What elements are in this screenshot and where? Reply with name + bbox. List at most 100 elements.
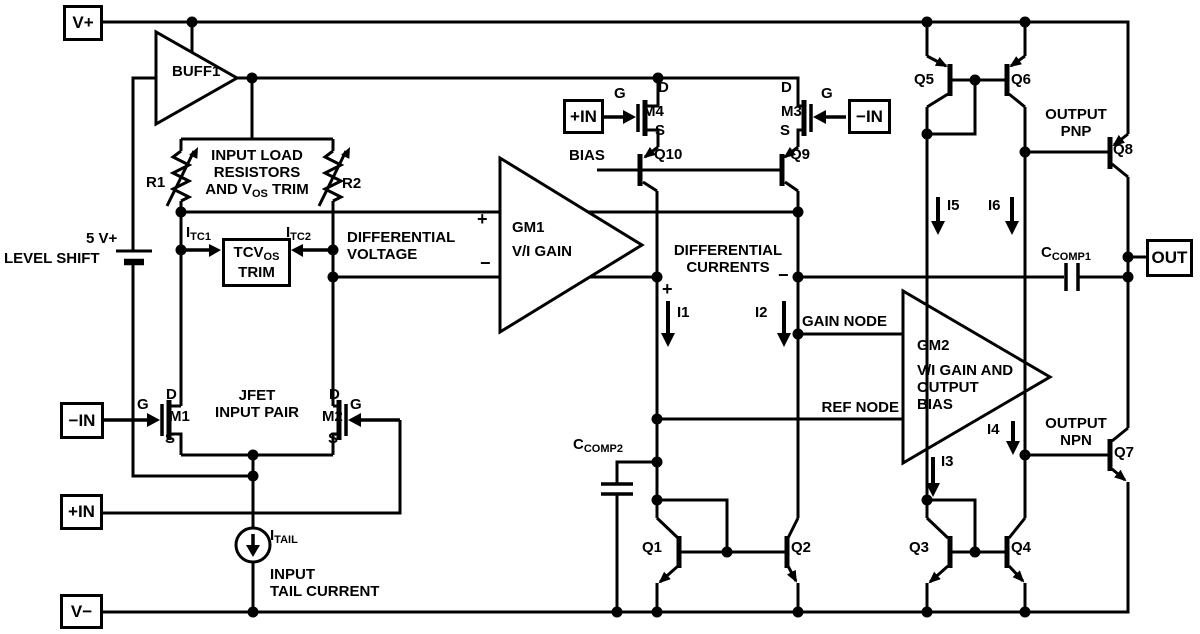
m1-label: M1 [169, 408, 190, 425]
gm1-desc-label: V/I GAIN [512, 243, 573, 260]
tcvos-line1: TCVOS [233, 243, 280, 263]
gm2-desc3-label: BIAS [917, 396, 953, 413]
jfet-m2 [331, 400, 400, 455]
r1-trim-arrow-icon [189, 147, 198, 159]
terminal-plus-in-left: +IN [60, 494, 103, 530]
i1-arrow-icon [661, 333, 675, 347]
jfet-input-pair-caption: JFET INPUT PAIR [215, 387, 299, 421]
terminal-minus-in-top: −IN [848, 99, 891, 134]
battery-level-shift [116, 249, 152, 266]
i4-label: I4 [987, 421, 1000, 438]
input-load-line1: INPUT LOAD [211, 147, 303, 164]
input-load-caption: INPUT LOAD RESISTORS AND VOS TRIM [183, 147, 331, 203]
m3-source-pin-label: S [780, 122, 791, 139]
m1-source-pin-label: S [165, 430, 176, 447]
gm2-desc1-label: V/I GAIN AND [917, 362, 1014, 379]
m4-gate-arrow-icon [623, 110, 636, 124]
terminal-plus-in-top: +IN [563, 99, 604, 134]
gm1-minus-sign: − [480, 253, 491, 273]
v-plus-rail [102, 20, 1130, 134]
terminal-out: OUT [1146, 239, 1193, 277]
level-shift-voltage-label: 5 V+ [86, 230, 118, 247]
gm1-plus-sign: + [477, 209, 488, 229]
q1-label: Q1 [642, 539, 663, 556]
q3-label: Q3 [909, 539, 930, 556]
buff1-triangle [154, 29, 241, 127]
i3-label: I3 [941, 453, 954, 470]
gain-node-label: GAIN NODE [802, 313, 888, 330]
terminal-v-plus: V+ [63, 5, 103, 41]
r2-label: R2 [342, 175, 362, 192]
gm2-desc2-label: OUTPUT [917, 379, 979, 396]
output-npn-caption: OUTPUT NPN [1045, 415, 1107, 449]
buff1-label: BUFF1 [172, 63, 221, 80]
m2-gate-arrow-icon [348, 413, 361, 427]
terminal-out-label: OUT [1151, 248, 1188, 267]
q4-label: Q4 [1011, 539, 1032, 556]
q5-label: Q5 [914, 71, 935, 88]
q10-label: Q10 [654, 146, 683, 163]
itail-label: ITAIL [270, 527, 298, 546]
m3-gate-arrow-icon [813, 110, 826, 124]
m4-label: M4 [643, 103, 664, 120]
i6-label: I6 [988, 197, 1001, 214]
terminal-v-minus-label: V− [70, 601, 93, 621]
mosfet-m4 [603, 78, 660, 147]
m2-gate-pin-label: G [350, 396, 362, 413]
gm1-triangle [498, 155, 645, 335]
q6-label: Q6 [1011, 71, 1032, 88]
m1-gate-arrow-icon [147, 413, 160, 427]
current-arrows [661, 197, 1020, 497]
m3-label: M3 [781, 103, 802, 120]
bias-label: BIAS [569, 147, 605, 164]
jfet-m1 [103, 400, 183, 455]
input-load-line2: RESISTORS [213, 164, 301, 181]
ccomp2-capacitor [601, 460, 657, 612]
diff-currents-minus-sign: − [778, 265, 789, 285]
junction-dots [175, 16, 1134, 618]
ccomp1-label: CCOMP1 [1041, 244, 1091, 263]
output-pnp-caption: OUTPUT PNP [1045, 106, 1107, 140]
ccomp2-label: CCOMP2 [573, 436, 623, 455]
gain-ref-node-lines [657, 332, 903, 421]
itc1-label: ITC1 [186, 224, 211, 243]
tail-current-arrow-icon [246, 545, 260, 557]
q8-label: Q8 [1113, 141, 1134, 158]
terminal-minus-in-left-label: −IN [68, 410, 96, 430]
m3-drain-pin-label: D [781, 79, 792, 96]
m1-gate-pin-label: G [137, 396, 149, 413]
buff1-wiring [131, 22, 800, 478]
transistor-q2 [679, 517, 800, 612]
gm2-label: GM2 [917, 337, 950, 354]
ref-node-label: REF NODE [821, 399, 899, 416]
terminal-plus-in-left-label: +IN [68, 502, 95, 521]
r1-label: R1 [146, 174, 166, 191]
transistor-q3 [925, 498, 977, 612]
i2-label: I2 [755, 304, 768, 321]
differential-currents-caption: DIFFERENTIAL CURRENTS [673, 242, 783, 276]
i5-arrow-icon [931, 221, 945, 235]
terminal-v-plus-label: V+ [72, 13, 94, 32]
m2-source-pin-label: S [328, 430, 339, 447]
level-shift-label: LEVEL SHIFT [4, 250, 100, 267]
gm1-input-lines [181, 210, 1128, 279]
terminal-plus-in-top-label: +IN [570, 106, 597, 126]
ccomp1-capacitor [1064, 263, 1080, 291]
m4-gate-pin-label: G [614, 85, 626, 102]
i3-arrow-icon [926, 483, 940, 497]
m1-drain-pin-label: D [166, 386, 177, 403]
m4-source-pin-label: S [655, 122, 666, 139]
v-minus-rail [102, 482, 1130, 614]
i4-arrow-icon [1006, 441, 1020, 455]
m2-drain-pin-label: D [329, 386, 340, 403]
i5-label: I5 [947, 197, 960, 214]
q9-label: Q9 [790, 146, 811, 163]
i1-label: I1 [677, 304, 690, 321]
gm1-label: GM1 [512, 219, 545, 236]
i6-arrow-icon [1005, 221, 1019, 235]
input-load-resistors-wiring [165, 137, 350, 406]
q2-label: Q2 [791, 539, 812, 556]
m2-label: M2 [322, 408, 343, 425]
